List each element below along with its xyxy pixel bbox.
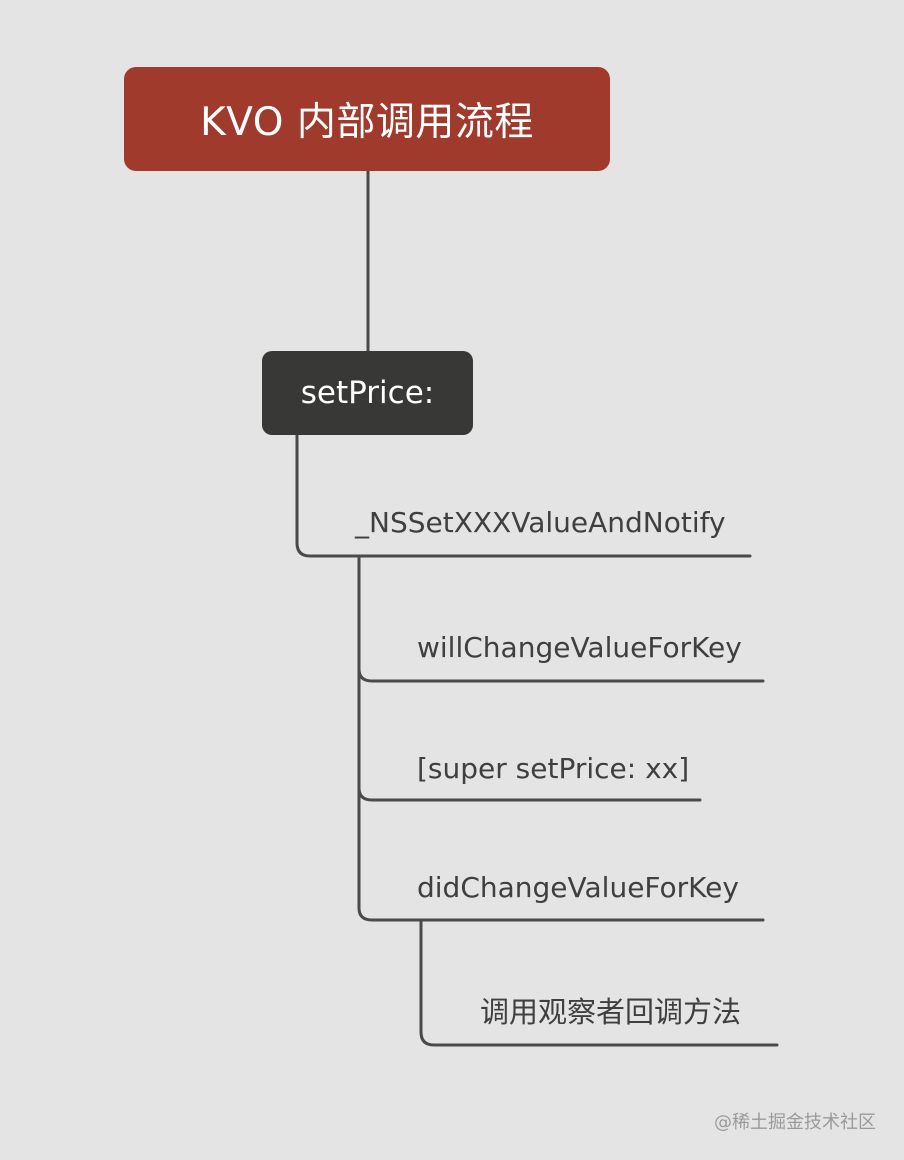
connector-notify-did	[357, 554, 765, 922]
setprice-node-label: setPrice:	[300, 375, 435, 411]
node-will-change-label: willChangeValueForKey	[417, 631, 742, 664]
connector-main-notify	[295, 433, 752, 558]
connector-did-callback	[419, 918, 779, 1047]
root-node: KVO 内部调用流程	[124, 67, 610, 171]
watermark: @稀土掘金技术社区	[714, 1112, 876, 1133]
setprice-node: setPrice:	[262, 351, 473, 435]
node-did-change-label: didChangeValueForKey	[417, 871, 739, 904]
node-notify-label: _NSSetXXXValueAndNotify	[355, 506, 726, 539]
node-observer-callback-label: 调用观察者回调方法	[480, 995, 742, 1029]
node-super-setprice-label: [super setPrice: xx]	[417, 752, 690, 785]
root-node-label: KVO 内部调用流程	[200, 100, 534, 145]
